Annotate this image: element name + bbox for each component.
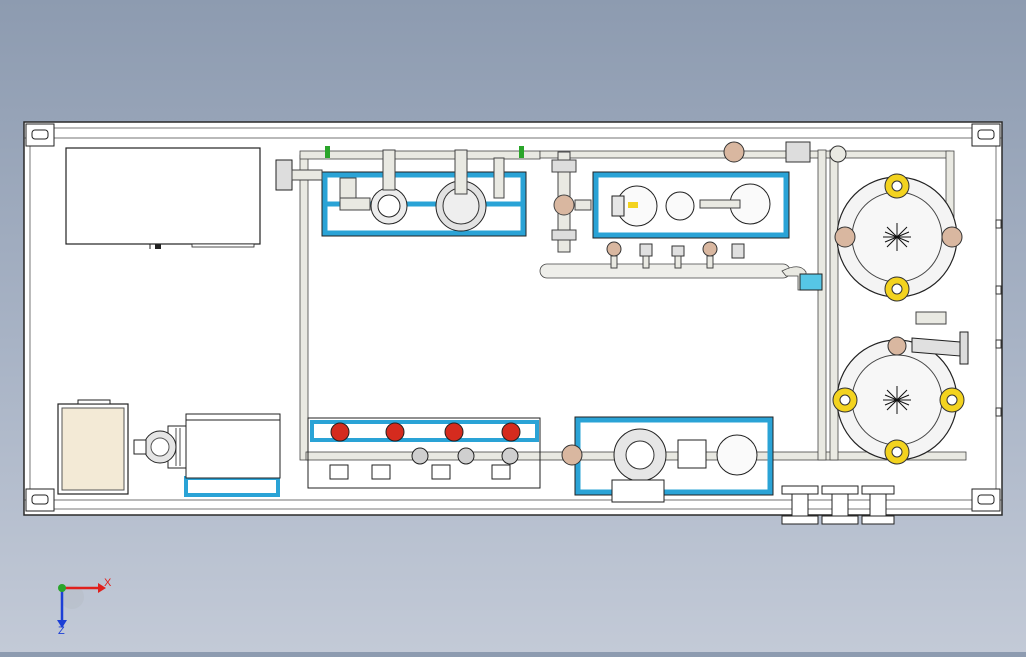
filter-skid[interactable] (592, 171, 790, 239)
z-axis-arrowhead (57, 620, 67, 628)
x-axis-label: X (104, 577, 112, 589)
outlet-flanges[interactable] (781, 485, 895, 525)
top-pump-skid[interactable] (321, 146, 527, 237)
tank-upper[interactable] (834, 173, 963, 302)
bottom-pump-skid[interactable] (561, 416, 774, 503)
coordinate-triad: X Z (57, 577, 112, 637)
tank-lower-flange-left (832, 387, 858, 413)
z-axis-label: Z (58, 625, 65, 637)
inlet-flange[interactable] (275, 159, 323, 191)
motor-pump-unit[interactable] (133, 413, 281, 497)
tank-lower-flange-right (939, 387, 965, 413)
y-axis-dot (58, 584, 66, 592)
corner-casting-top-right (971, 123, 1001, 147)
corner-casting-top-left (25, 123, 55, 147)
x-axis-arrowhead (98, 583, 106, 593)
right-wall-fittings (995, 219, 1002, 417)
red-valve-4[interactable] (501, 422, 521, 442)
gauge-1[interactable] (606, 241, 622, 269)
gauge-4[interactable] (702, 241, 718, 269)
top-header-flanges[interactable] (723, 141, 847, 163)
tank-upper-flange-top (884, 173, 910, 199)
red-valve-1[interactable] (330, 422, 350, 442)
red-valve-2[interactable] (385, 422, 405, 442)
electrical-panel[interactable] (57, 399, 129, 495)
corner-casting-bottom-right (971, 488, 1001, 512)
gauge-2[interactable] (639, 243, 653, 269)
gauge-3[interactable] (671, 245, 685, 269)
tank-lower[interactable] (832, 336, 965, 465)
gauge-5[interactable] (731, 243, 745, 259)
control-cabinet[interactable] (65, 147, 261, 249)
tank-lower-flange-bottom (884, 439, 910, 465)
tank-upper-flange-bottom (884, 276, 910, 302)
valve-bank[interactable] (307, 417, 541, 489)
instrument-stack-left[interactable] (551, 151, 592, 253)
gauge-row[interactable] (606, 241, 745, 269)
cyan-transmitter[interactable] (799, 273, 823, 291)
cone-nozzle[interactable] (911, 311, 969, 365)
red-valve-3[interactable] (444, 422, 464, 442)
corner-casting-bottom-left (25, 488, 55, 512)
